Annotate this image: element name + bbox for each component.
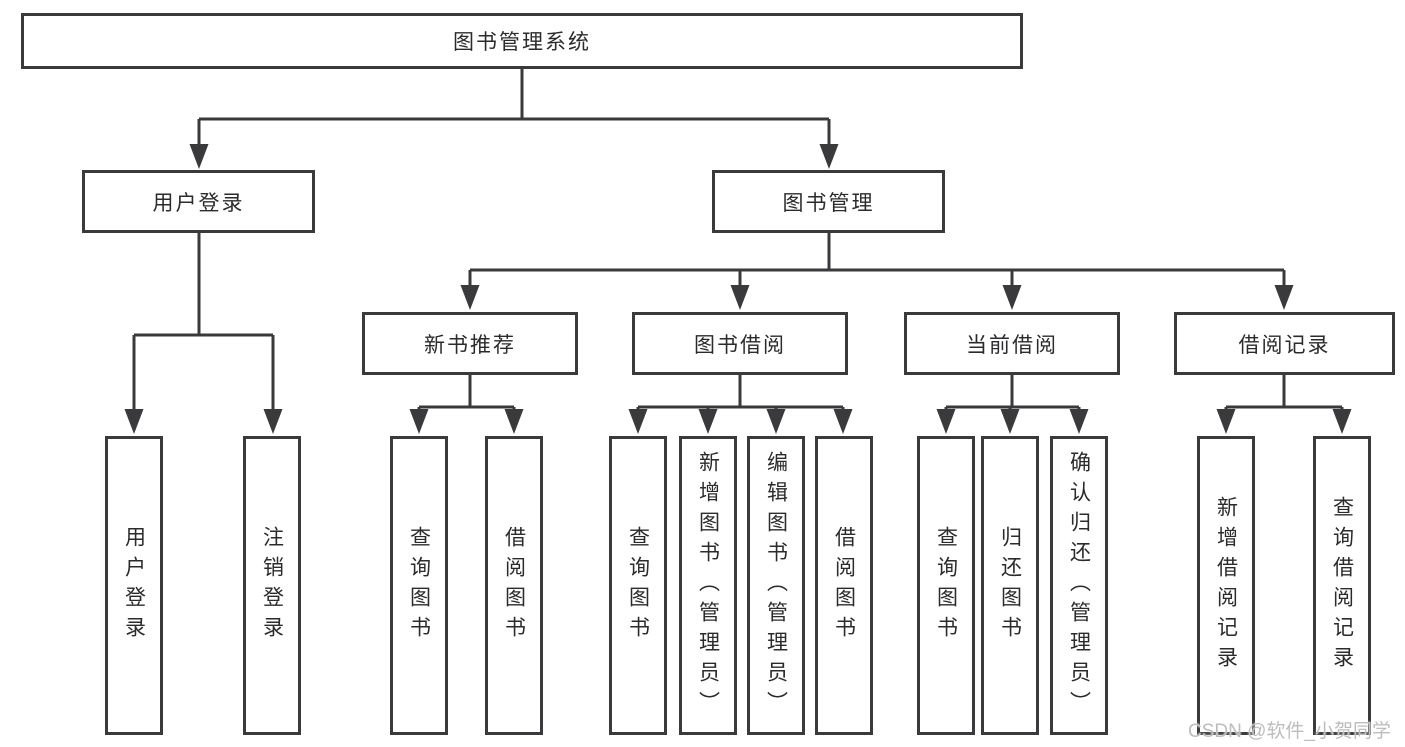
node-label: 当前借阅	[966, 333, 1058, 357]
leaf-logout-login: 注销登录	[243, 436, 301, 735]
leaf-add-borrow-record: 新增借阅记录	[1197, 436, 1255, 735]
node-label: 新增借阅记录	[1214, 495, 1238, 676]
node-label: 编辑图书（管理员）	[764, 450, 788, 721]
leaf-borrow-books-borrow: 借阅图书	[815, 436, 873, 735]
node-label: 图书管理系统	[453, 31, 591, 54]
node-label: 图书管理	[782, 191, 875, 215]
node-label: 用户登录	[122, 525, 146, 646]
node-system-title: 图书管理系统	[21, 13, 1023, 69]
node-label: 新增图书（管理员）	[696, 450, 720, 721]
node-label: 查询图书	[407, 525, 431, 646]
node-label: 新书推荐	[424, 333, 516, 357]
node-label: 确认归还（管理员）	[1067, 450, 1091, 721]
node-label: 图书借阅	[694, 333, 786, 357]
node-label: 借阅图书	[832, 525, 856, 646]
node-label: 查询图书	[626, 525, 650, 646]
watermark: CSDN @软件_小贺同学	[1188, 721, 1391, 742]
leaf-query-books-current: 查询图书	[917, 436, 975, 735]
node-label: 归还图书	[998, 525, 1022, 646]
node-label: 用户登录	[152, 191, 245, 215]
leaf-edit-books-admin: 编辑图书（管理员）	[747, 436, 805, 735]
leaf-user-login: 用户登录	[105, 436, 163, 735]
node-label: 注销登录	[260, 525, 284, 646]
node-new-book-recommendation: 新书推荐	[362, 312, 578, 375]
node-label: 查询借阅记录	[1330, 495, 1354, 676]
leaf-query-borrow-record: 查询借阅记录	[1313, 436, 1371, 735]
node-user-login: 用户登录	[82, 170, 315, 233]
leaf-add-books-admin: 新增图书（管理员）	[679, 436, 737, 735]
leaf-query-books-recommend: 查询图书	[390, 436, 448, 735]
leaf-return-books: 归还图书	[981, 436, 1039, 735]
node-label: 查询图书	[934, 525, 958, 646]
leaf-query-books-borrow: 查询图书	[609, 436, 667, 735]
node-borrowing-records: 借阅记录	[1174, 312, 1395, 375]
node-book-borrowing: 图书借阅	[632, 312, 848, 375]
leaf-confirm-return-admin: 确认归还（管理员）	[1050, 436, 1108, 735]
leaf-borrow-books-recommend: 借阅图书	[485, 436, 543, 735]
node-label: 借阅图书	[502, 525, 526, 646]
node-book-management: 图书管理	[712, 170, 945, 233]
node-current-borrowing: 当前借阅	[904, 312, 1120, 375]
node-label: 借阅记录	[1238, 333, 1331, 357]
